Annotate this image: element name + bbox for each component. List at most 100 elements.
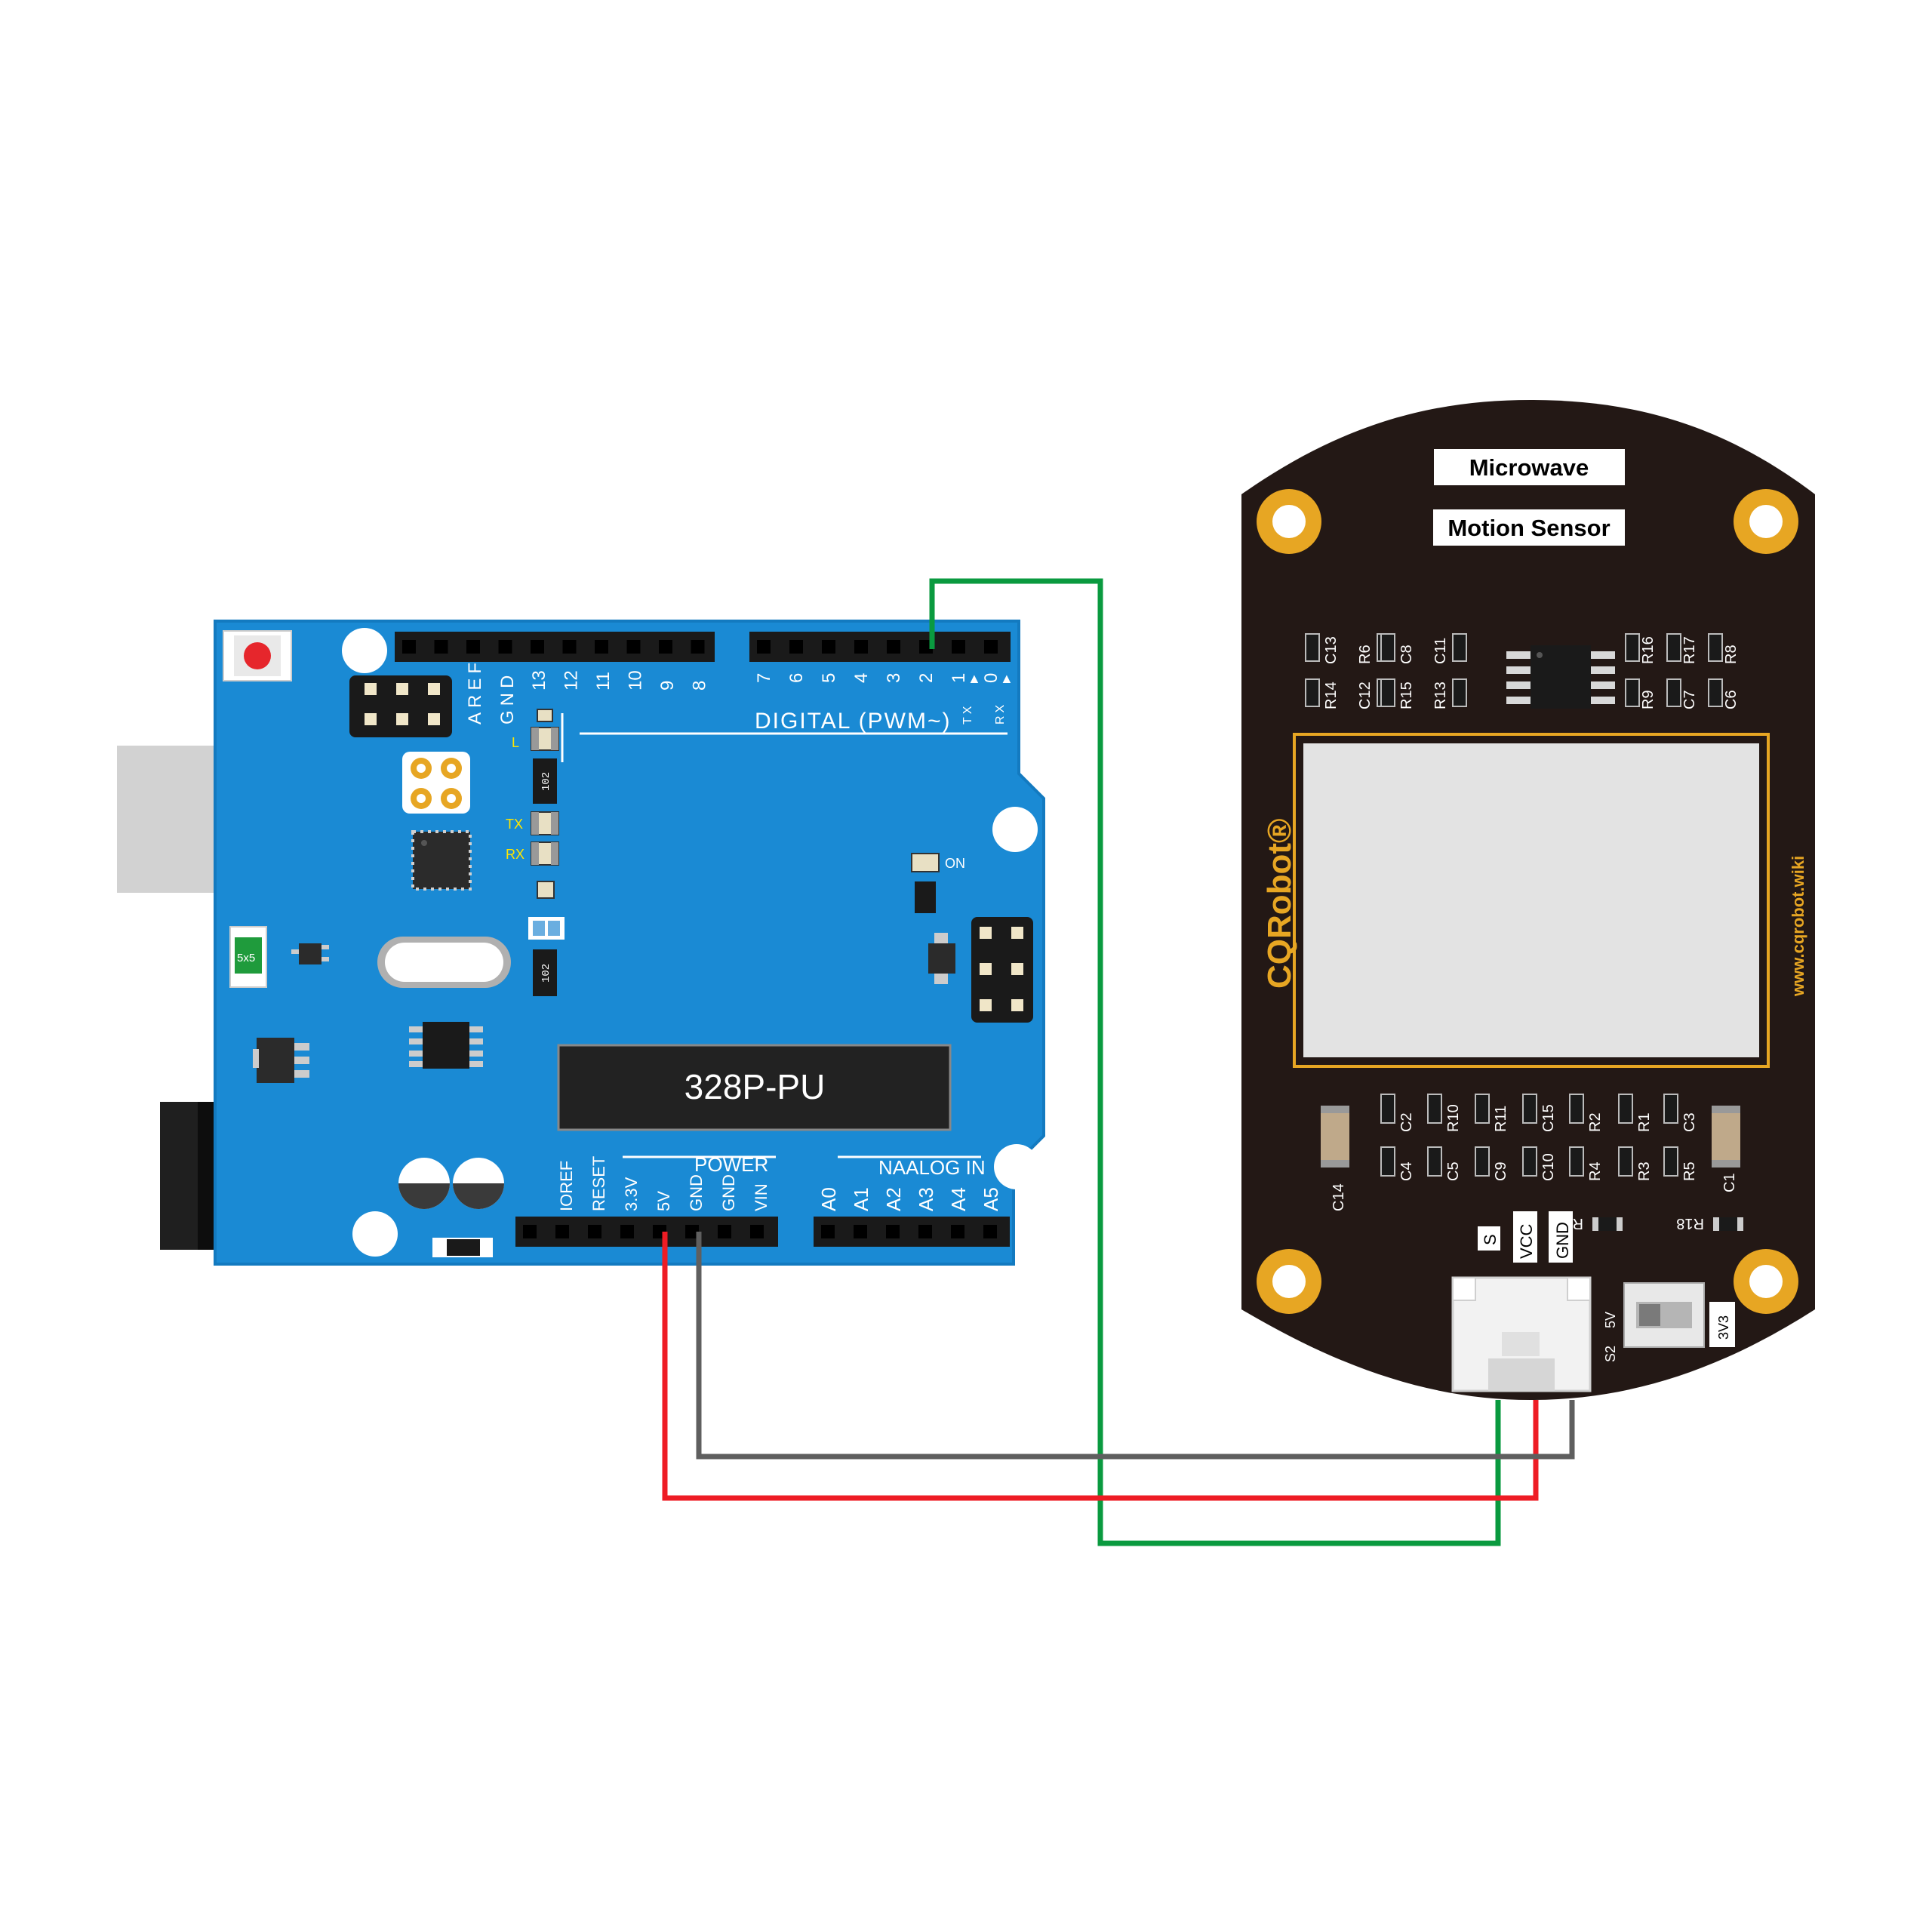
smd-part <box>1380 1094 1395 1124</box>
smd-part <box>1666 633 1681 662</box>
smd-part <box>1625 633 1640 662</box>
analog-label: NAALOG IN <box>878 1156 986 1179</box>
header-pin <box>854 640 868 654</box>
component-label: R9 <box>1640 690 1657 709</box>
reset-button[interactable] <box>223 630 292 681</box>
header-pin <box>595 640 608 654</box>
header-pin <box>854 1225 867 1238</box>
analog-header <box>814 1217 1010 1247</box>
svg-text:VCC: VCC <box>1517 1223 1536 1259</box>
led-l: L <box>512 727 559 751</box>
pin-label-tx: TX <box>961 703 974 724</box>
header-pin <box>951 1225 964 1238</box>
smd-part <box>1569 1146 1584 1177</box>
sensor-title-line2: Motion Sensor <box>1447 515 1610 541</box>
power-label: POWER <box>694 1153 768 1176</box>
voltage-regulator <box>253 1038 309 1083</box>
voltage-select-switch[interactable]: S2 5V 3V3 <box>1603 1282 1735 1362</box>
smd-part <box>1427 1094 1442 1124</box>
header-pin <box>562 640 577 654</box>
analog-pin-label: A3 <box>915 1187 937 1211</box>
analog-pin-label: A4 <box>947 1187 970 1211</box>
component-label: C11 <box>1432 638 1449 664</box>
power-pin-label: VIN <box>752 1183 771 1211</box>
pin-label: 2 <box>916 673 937 683</box>
header-pin <box>626 640 641 654</box>
capacitor-c14: C14 <box>1321 1106 1349 1211</box>
wires <box>662 578 1575 1546</box>
electrolytic-capacitor <box>453 1158 504 1209</box>
component-label: C7 <box>1681 690 1698 709</box>
smd-part <box>1708 678 1723 707</box>
svg-text:TX: TX <box>506 817 523 832</box>
chip-label: 328P-PU <box>685 1067 826 1106</box>
svg-text:S2: S2 <box>1603 1346 1618 1362</box>
header-pin <box>718 1225 731 1238</box>
component-label: C13 <box>1323 636 1340 664</box>
op-amp-chip <box>409 1022 483 1069</box>
diode <box>432 1238 493 1257</box>
smd-part <box>1618 1146 1633 1177</box>
header-pin <box>588 1225 601 1238</box>
wire-signal <box>929 578 1501 1546</box>
smd-part <box>1452 678 1467 707</box>
pin-label: 10 <box>626 670 646 691</box>
smd-part <box>1380 633 1395 662</box>
digital-pwm-label: DIGITAL (PWM~) <box>755 709 952 734</box>
pin-label-rx: RX <box>994 702 1007 724</box>
component-label: C9 <box>1493 1161 1509 1181</box>
svg-text:RX: RX <box>506 847 525 862</box>
smd-part <box>1663 1146 1678 1177</box>
transistor-right <box>928 933 955 984</box>
smd-part <box>1475 1146 1490 1177</box>
mounting-hole <box>994 1144 1039 1189</box>
component-label: C3 <box>1681 1112 1698 1132</box>
smd-part <box>1522 1146 1537 1177</box>
svg-text:102: 102 <box>540 772 552 791</box>
smd-part <box>1380 1146 1395 1177</box>
header-pin <box>691 640 705 654</box>
header-pin <box>789 640 803 654</box>
svg-text:5x5: 5x5 <box>237 952 255 964</box>
smd-part <box>1452 633 1467 662</box>
sensor-mounting-hole <box>1734 1249 1798 1314</box>
led-rx: RX <box>506 841 559 866</box>
header-pin <box>918 1225 932 1238</box>
component-label: R14 <box>1323 681 1340 709</box>
transistor <box>291 943 329 964</box>
sensor-mounting-hole <box>1257 1249 1321 1314</box>
component-label: R15 <box>1398 681 1415 709</box>
header-pin <box>952 640 965 654</box>
component-label: C6 <box>1723 690 1740 709</box>
pin-label-gnd: GND <box>497 671 518 724</box>
smd-part <box>1475 1094 1490 1124</box>
digital-header-high <box>395 632 715 662</box>
component-label: R16 <box>1640 636 1657 664</box>
pin-label: 6 <box>786 673 807 683</box>
header-pin <box>822 640 835 654</box>
smd-part <box>1380 678 1395 707</box>
power-pin-label: GND <box>719 1174 738 1211</box>
resistor-102-bottom: 102 <box>533 949 557 996</box>
component-label: C12 <box>1357 681 1374 709</box>
component-label: C5 <box>1445 1161 1462 1181</box>
svg-text:5V: 5V <box>1603 1312 1618 1328</box>
power-header <box>515 1217 778 1247</box>
component-label: R10 <box>1445 1104 1462 1132</box>
header-pin <box>466 640 480 654</box>
mounting-hole <box>352 1211 398 1257</box>
component-label: R5 <box>1681 1161 1698 1181</box>
pin-label-gnd: GND <box>1549 1211 1573 1263</box>
pin-label: 9 <box>657 681 678 691</box>
resistor-r18: R18 <box>1676 1215 1743 1232</box>
pin-label: 8 <box>690 681 710 691</box>
svg-text:▲: ▲ <box>1000 671 1014 686</box>
header-pin <box>523 1225 537 1238</box>
power-pin-label: GND <box>687 1174 706 1211</box>
wire-vcc <box>662 1232 1539 1501</box>
sensor-ic <box>1506 645 1615 709</box>
